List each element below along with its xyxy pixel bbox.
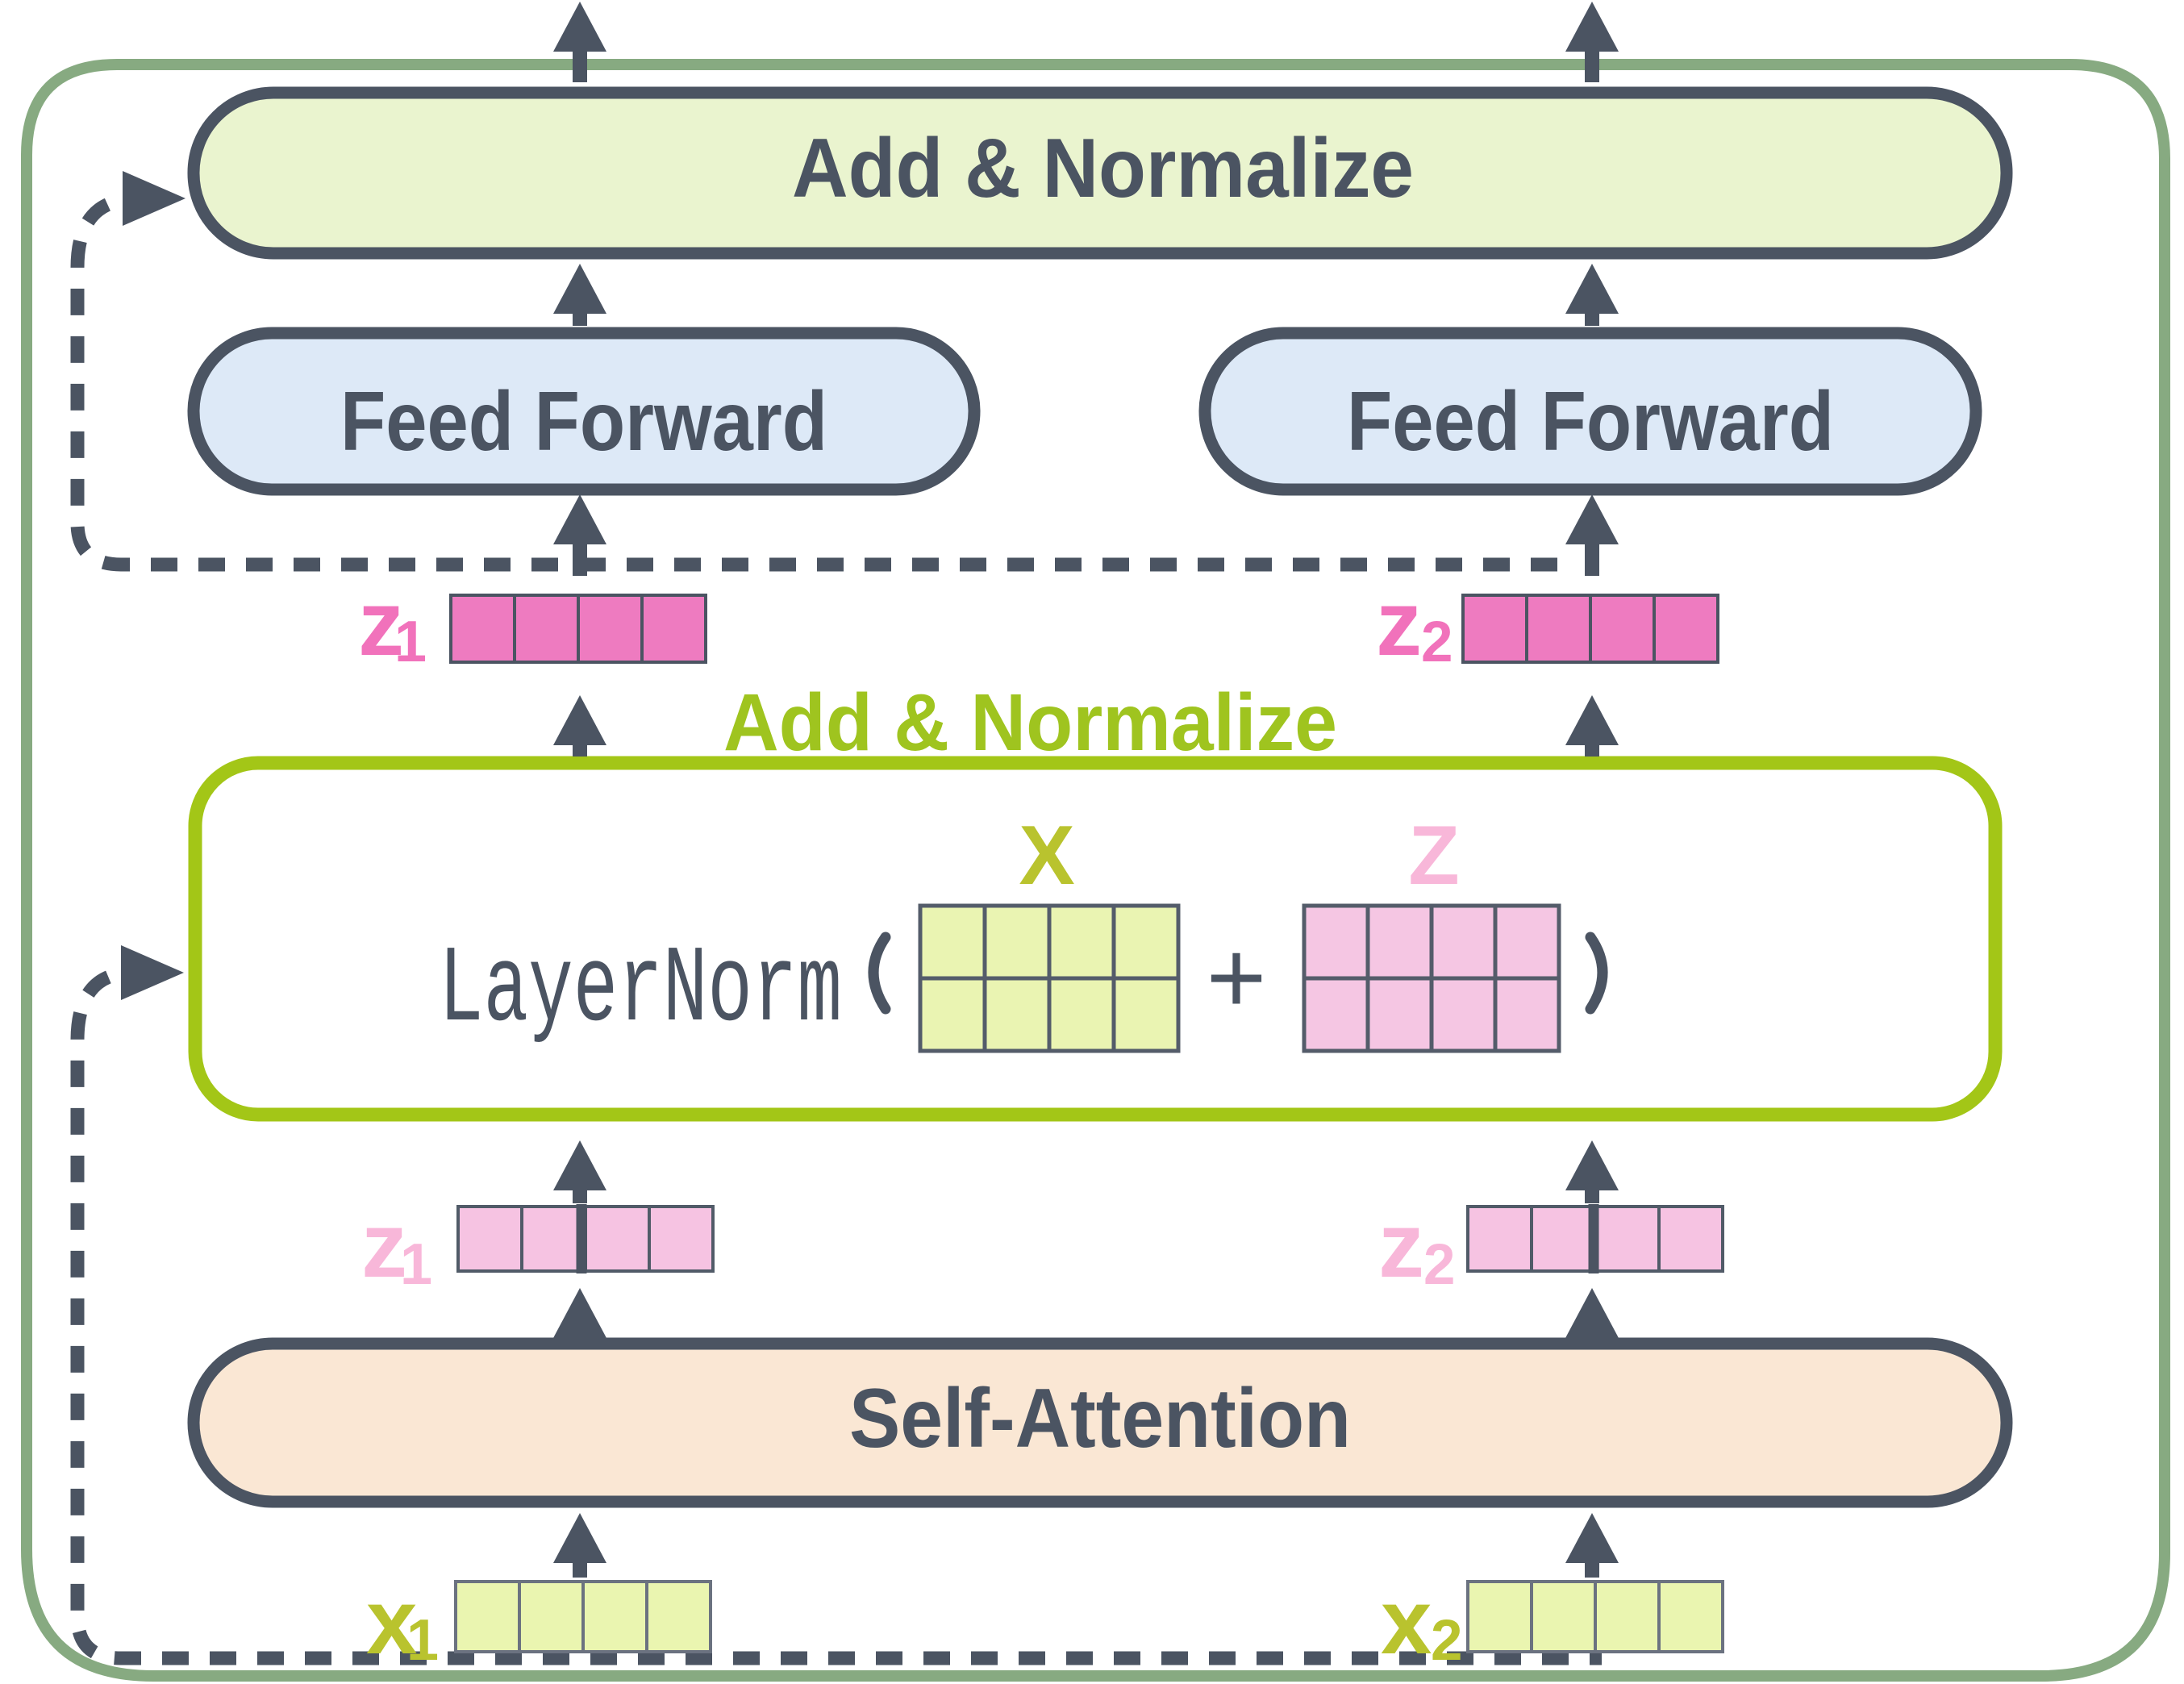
svg-text:Add & Normalize: Add & Normalize	[792, 122, 1414, 215]
svg-text:1: 1	[406, 1608, 439, 1673]
svg-text:z: z	[361, 1194, 407, 1297]
svg-text:X: X	[1019, 809, 1074, 902]
svg-text:Feed Forward: Feed Forward	[340, 375, 827, 469]
svg-text:z: z	[1376, 573, 1422, 675]
svg-text:2: 2	[1423, 1233, 1456, 1297]
svg-text:2: 2	[1431, 1609, 1463, 1673]
svg-text:1: 1	[400, 1232, 432, 1297]
svg-text:+: +	[1207, 920, 1267, 1036]
svg-text:Z: Z	[1408, 809, 1460, 902]
svg-text:2: 2	[1421, 611, 1453, 674]
svg-text:z: z	[1378, 1194, 1424, 1297]
svg-text:LayerNorm: LayerNorm	[439, 929, 842, 1052]
svg-text:x: x	[366, 1571, 417, 1674]
svg-text:Add & Normalize: Add & Normalize	[723, 677, 1337, 768]
svg-text:x: x	[1381, 1571, 1432, 1674]
svg-text:1: 1	[394, 610, 427, 674]
svg-text:z: z	[358, 573, 404, 675]
svg-text:Self-Attention: Self-Attention	[849, 1372, 1351, 1465]
svg-text:Feed Forward: Feed Forward	[1347, 375, 1834, 469]
